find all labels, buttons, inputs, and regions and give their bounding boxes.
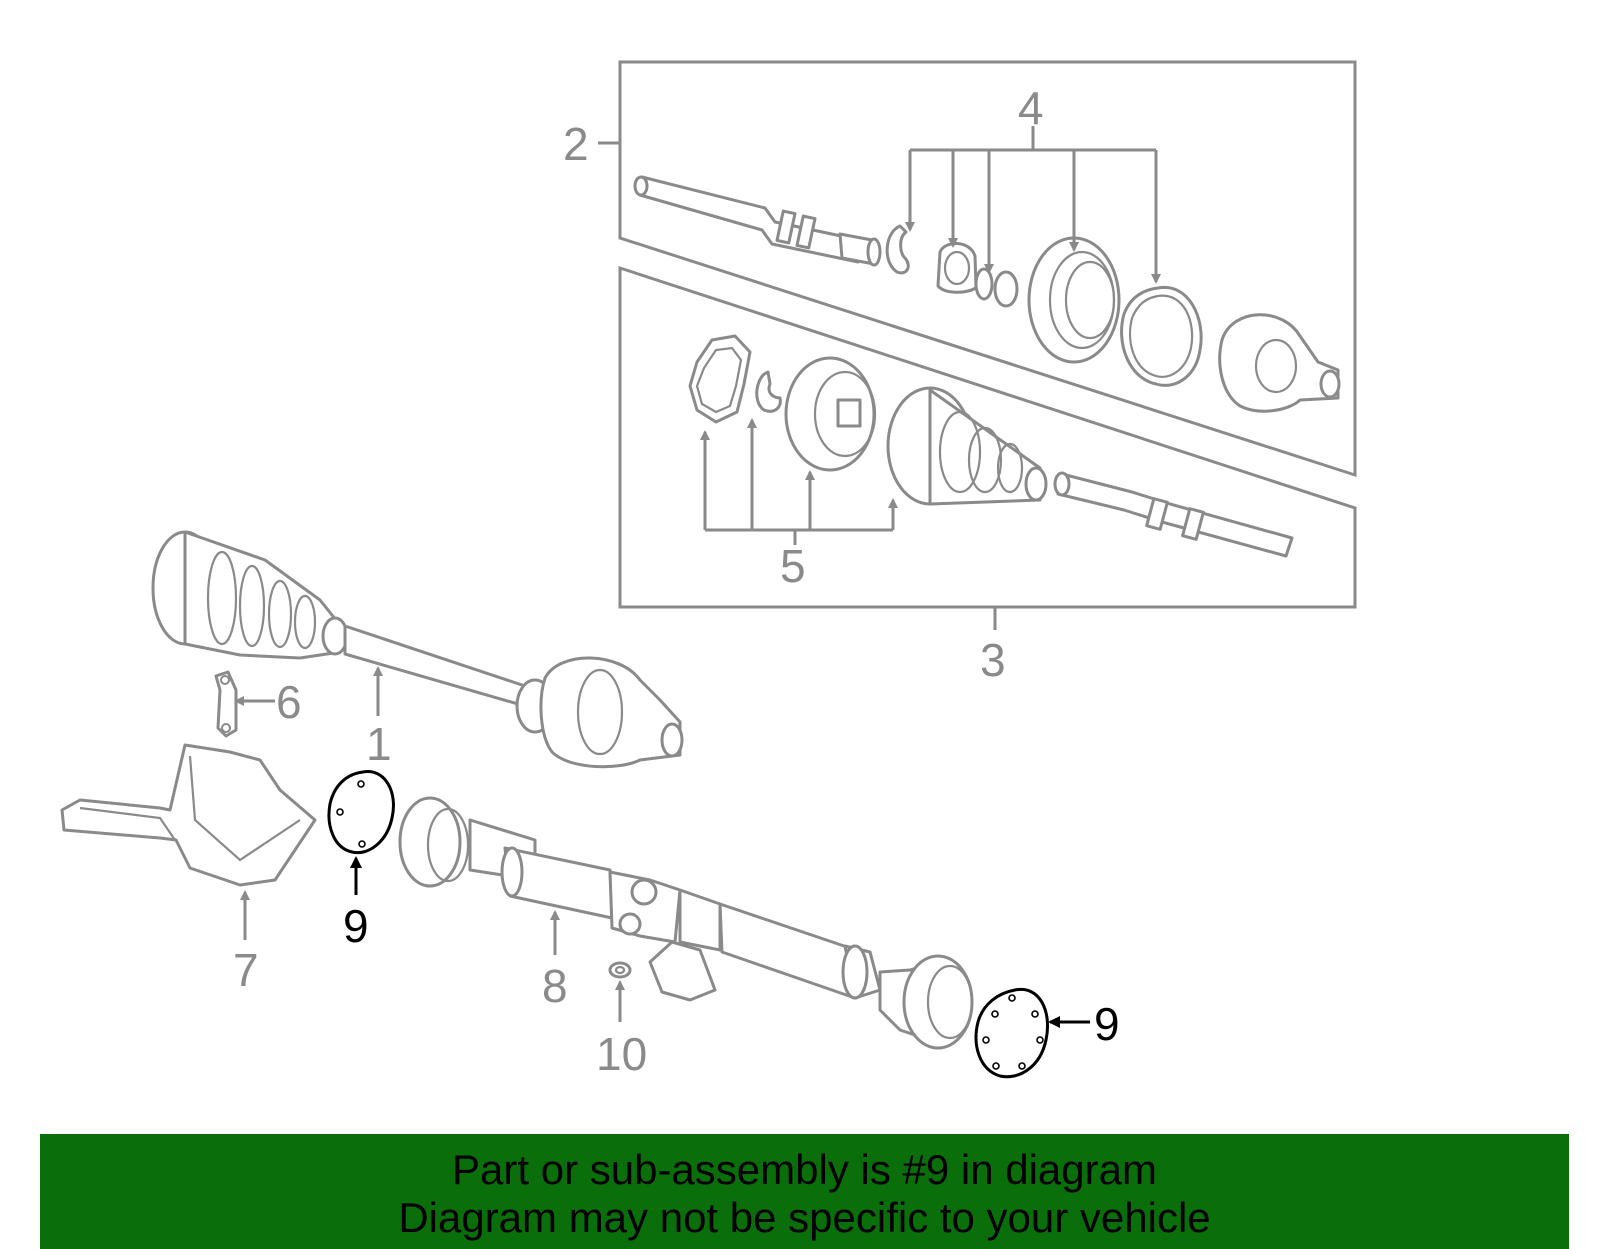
upper-boot-gasket xyxy=(1120,285,1203,387)
callout-9-right: 9 xyxy=(1094,998,1120,1050)
upper-cv-joint xyxy=(1218,313,1341,413)
axle-assembly xyxy=(151,530,684,769)
callout-6: 6 xyxy=(276,676,302,728)
dished-washer xyxy=(936,242,978,294)
lower-axle-shaft xyxy=(1053,471,1294,558)
upper-axle-shaft xyxy=(633,175,882,267)
banner-line-part: Part or sub-assembly is #9 in diagram xyxy=(452,1146,1157,1193)
callout-1: 1 xyxy=(366,718,392,770)
circlip-lower xyxy=(755,370,782,413)
part-info-banner: Part or sub-assembly is #9 in diagram Di… xyxy=(40,1134,1569,1249)
part-9-gasket-right xyxy=(974,987,1049,1079)
callout-8: 8 xyxy=(542,960,568,1012)
part-7-heat-shield xyxy=(60,743,317,887)
callout-4: 4 xyxy=(1018,82,1044,134)
lower-cv-joint-flange xyxy=(784,356,877,472)
callout-5: 5 xyxy=(780,540,806,592)
upper-cv-boot xyxy=(1027,236,1121,364)
callout-3: 3 xyxy=(980,634,1006,686)
lower-flange-gasket xyxy=(688,334,752,424)
callout-9-left: 9 xyxy=(343,900,369,952)
circlip-upper xyxy=(885,224,910,275)
leader-lines-main xyxy=(234,666,1090,1028)
banner-line-disclaimer: Diagram may not be specific to your vehi… xyxy=(398,1194,1211,1241)
part-6-clip xyxy=(214,670,238,738)
part-10-nut xyxy=(608,961,632,979)
part-8-drive-shaft xyxy=(398,796,974,1050)
lower-cv-boot xyxy=(886,386,1048,506)
callout-2: 2 xyxy=(563,118,589,170)
center-support-bearing xyxy=(648,940,717,1002)
callout-10: 10 xyxy=(596,1028,647,1080)
part-9-gasket-left xyxy=(327,770,395,855)
callout-7: 7 xyxy=(233,944,259,996)
leader-lines-inset xyxy=(598,126,1161,630)
